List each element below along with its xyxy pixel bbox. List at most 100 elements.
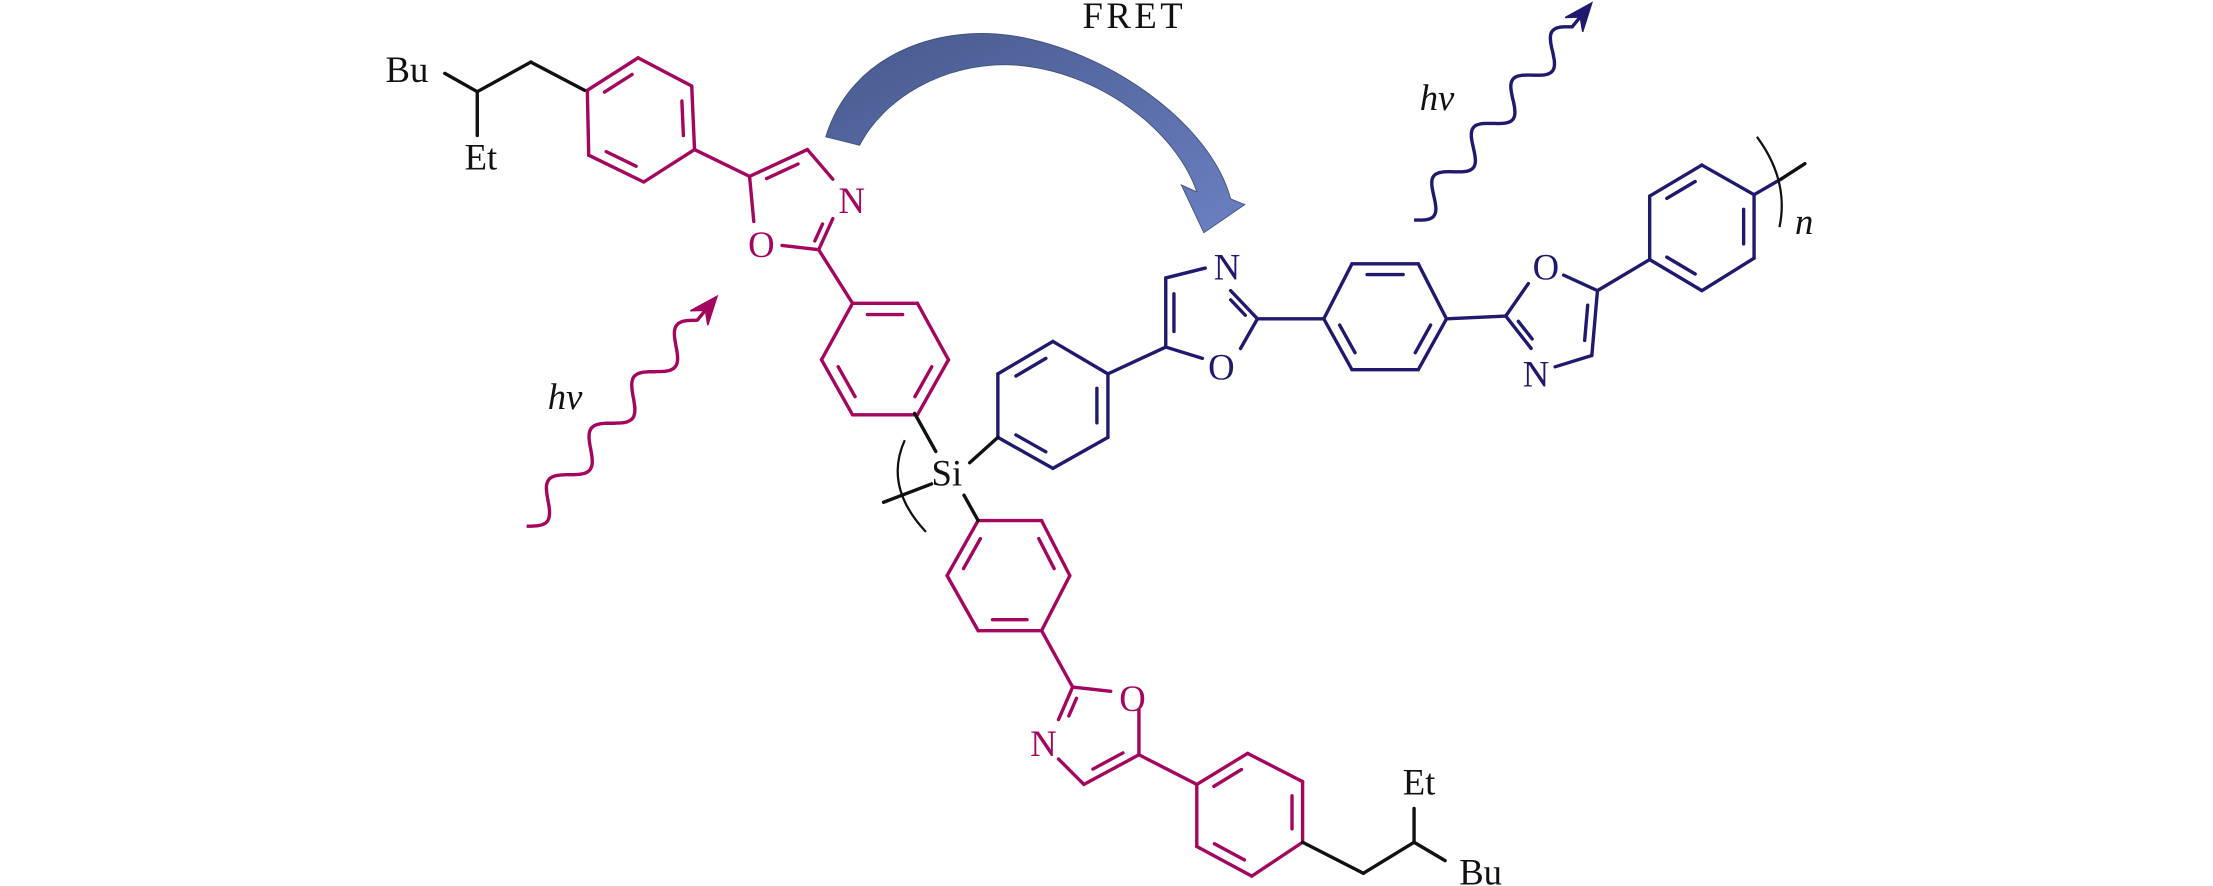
aryl-oxazole-bond [1444, 314, 1508, 321]
donor-phenyl-4-bond [945, 518, 980, 578]
donor-phenyl-1-double-bond [604, 149, 638, 168]
hv-acceptor-label: hv [1420, 77, 1455, 118]
oxazole4-n-c2-bond [1056, 685, 1075, 722]
oxazole1-o-c2-bond [780, 243, 821, 252]
donor-phenyl-5-bond [1245, 751, 1305, 784]
donor-phenyl-5-double-bond [1212, 842, 1247, 862]
oxazole3-o-c5-bond [1561, 273, 1600, 293]
acceptor-phenyl-c-bond [1647, 257, 1704, 293]
oxazole4-c2-o-bond [1070, 685, 1113, 693]
oxazole3-c4-n-bond [1553, 353, 1594, 369]
alkyl-bond [443, 71, 479, 94]
donor-phenyl-1-bond [636, 56, 694, 88]
acceptor-emission-photon-arrow-arrowhead-icon [1564, 1, 1594, 33]
donor-phenyl-2-bond [915, 301, 951, 362]
donor-phenyl-5-bond [1250, 840, 1305, 878]
chain-end-bond [1779, 161, 1807, 181]
oxazole4-double-bond [1067, 696, 1079, 718]
donor-phenyl-4-double-bond [961, 536, 983, 571]
donor-phenyl-2-bond [819, 358, 855, 417]
donor-phenyl-5-bond [1195, 751, 1250, 787]
oxazole1-oxygen: O [748, 224, 774, 265]
oxazole-aryl-bond [1595, 257, 1652, 293]
si-donor-bond [912, 411, 938, 454]
acceptor-phenyl-c-bond [1647, 163, 1704, 198]
donor-excitation-photon-arrow [526, 306, 710, 528]
chain-end-bond [1752, 177, 1783, 197]
acceptor-phenyl-b-bond [1416, 262, 1449, 321]
donor-phenyl-2-double-bond [913, 365, 934, 399]
acceptor-phenyl-c-bond [1700, 256, 1756, 293]
oxazole4-nitrogen: N [1030, 723, 1056, 764]
acceptor-phenyl-c-double-bond [1665, 179, 1697, 201]
donor-phenyl-1-bond [585, 88, 591, 157]
alkyl-bond [1361, 840, 1416, 875]
oxazole3-nitrogen: N [1523, 354, 1549, 395]
donor-phenyl-1-bond [642, 147, 697, 184]
acceptor-emission-photon-arrow [1414, 12, 1585, 222]
acceptor-phenyl-b-bond [1322, 317, 1354, 372]
acceptor-phenyl-a-double-bond [1014, 356, 1048, 378]
fret-label: FRET [1083, 0, 1183, 36]
aryl-oxazole-bond [1039, 628, 1075, 689]
acceptor-phenyl-b-double-bond [1337, 323, 1357, 355]
oxazole3-double-bond [1582, 303, 1590, 343]
oxazole2-c2-n-bond [1228, 288, 1260, 321]
acceptor-phenyl-c-double-bond [1665, 255, 1697, 276]
acceptor-phenyl-c-bond [1700, 163, 1756, 197]
et-top-label: Et [465, 136, 498, 177]
donor-phenyl-4-bond [945, 573, 980, 633]
oxazole1-double-bond [764, 162, 800, 181]
aryl-oxazole-bond [692, 147, 752, 179]
acceptor-phenyl-a-double-bond [1014, 433, 1048, 454]
donor-phenyl-1-bond [690, 84, 697, 152]
oxazole4-oxygen: O [1119, 678, 1145, 719]
donor-phenyl-1-double-bond [602, 72, 634, 94]
alkyl-bond [529, 60, 587, 92]
oxazole3-double-bond [1516, 319, 1534, 341]
oxazole1-n-c2-bond [816, 216, 835, 252]
right-bracket [1755, 136, 1783, 228]
bu-top-label: Bu [386, 49, 429, 90]
alkyl-bond [475, 60, 533, 94]
acceptor-phenyl-b-bond [1322, 262, 1354, 321]
oxazole1-c4-c5-bond [747, 147, 810, 179]
fret-arrow [825, 32, 1246, 234]
oxazole2-nitrogen: N [1214, 246, 1240, 287]
donor-phenyl-4-bond [1039, 573, 1072, 633]
donor-phenyl-4-double-bond [1037, 536, 1056, 571]
donor-phenyl-2-bond [819, 301, 855, 362]
bu-bottom-label: Bu [1459, 852, 1502, 886]
alkyl-bond [1412, 840, 1447, 863]
oxazole2-c5-o-bond [1164, 345, 1205, 361]
donor-phenyl-1-bond [585, 56, 640, 92]
hv-donor-label: hv [548, 376, 583, 417]
donor-phenyl-2-bond [915, 358, 951, 417]
acceptor-phenyl-a-bond [1051, 435, 1110, 471]
oxazole3-c2-o-bond [1504, 281, 1531, 318]
si-donor-bond [962, 493, 980, 523]
si-acceptor-bond [967, 435, 1000, 465]
oxazole1-c5-o-bond [747, 174, 756, 224]
oxazole2-c4-n-bond [1164, 266, 1207, 280]
alkyl-bond [1300, 840, 1365, 875]
acceptor-phenyl-a-bond [1051, 339, 1110, 376]
oxazole1-nitrogen: N [838, 180, 864, 221]
repeat-unit-n-label: n [1795, 201, 1813, 242]
acceptor-phenyl-a-bond [996, 339, 1055, 376]
oxazole2-oxygen: O [1208, 347, 1234, 388]
oxazole-aryl-bond [816, 248, 855, 306]
oxazole2-o-c2-bond [1238, 317, 1260, 351]
acceptor-phenyl-b-bond [1416, 317, 1449, 372]
donor-excitation-photon-arrow-arrowhead-icon [690, 294, 719, 326]
oxazole3-oxygen: O [1533, 246, 1559, 287]
oxazole2-double-bond [1229, 298, 1247, 317]
silicon-atom-label: Si [932, 452, 963, 493]
main-chain-bond [881, 482, 934, 504]
donor-phenyl-5-double-bond [1212, 767, 1244, 789]
oxazole4-c5-c4-bond [1082, 753, 1141, 787]
bond-layer [443, 1, 1807, 878]
oxazole1-double-bond [813, 222, 825, 243]
acceptor-phenyl-b-double-bond [1413, 323, 1433, 355]
oxazole-aryl-bond [1137, 753, 1199, 787]
